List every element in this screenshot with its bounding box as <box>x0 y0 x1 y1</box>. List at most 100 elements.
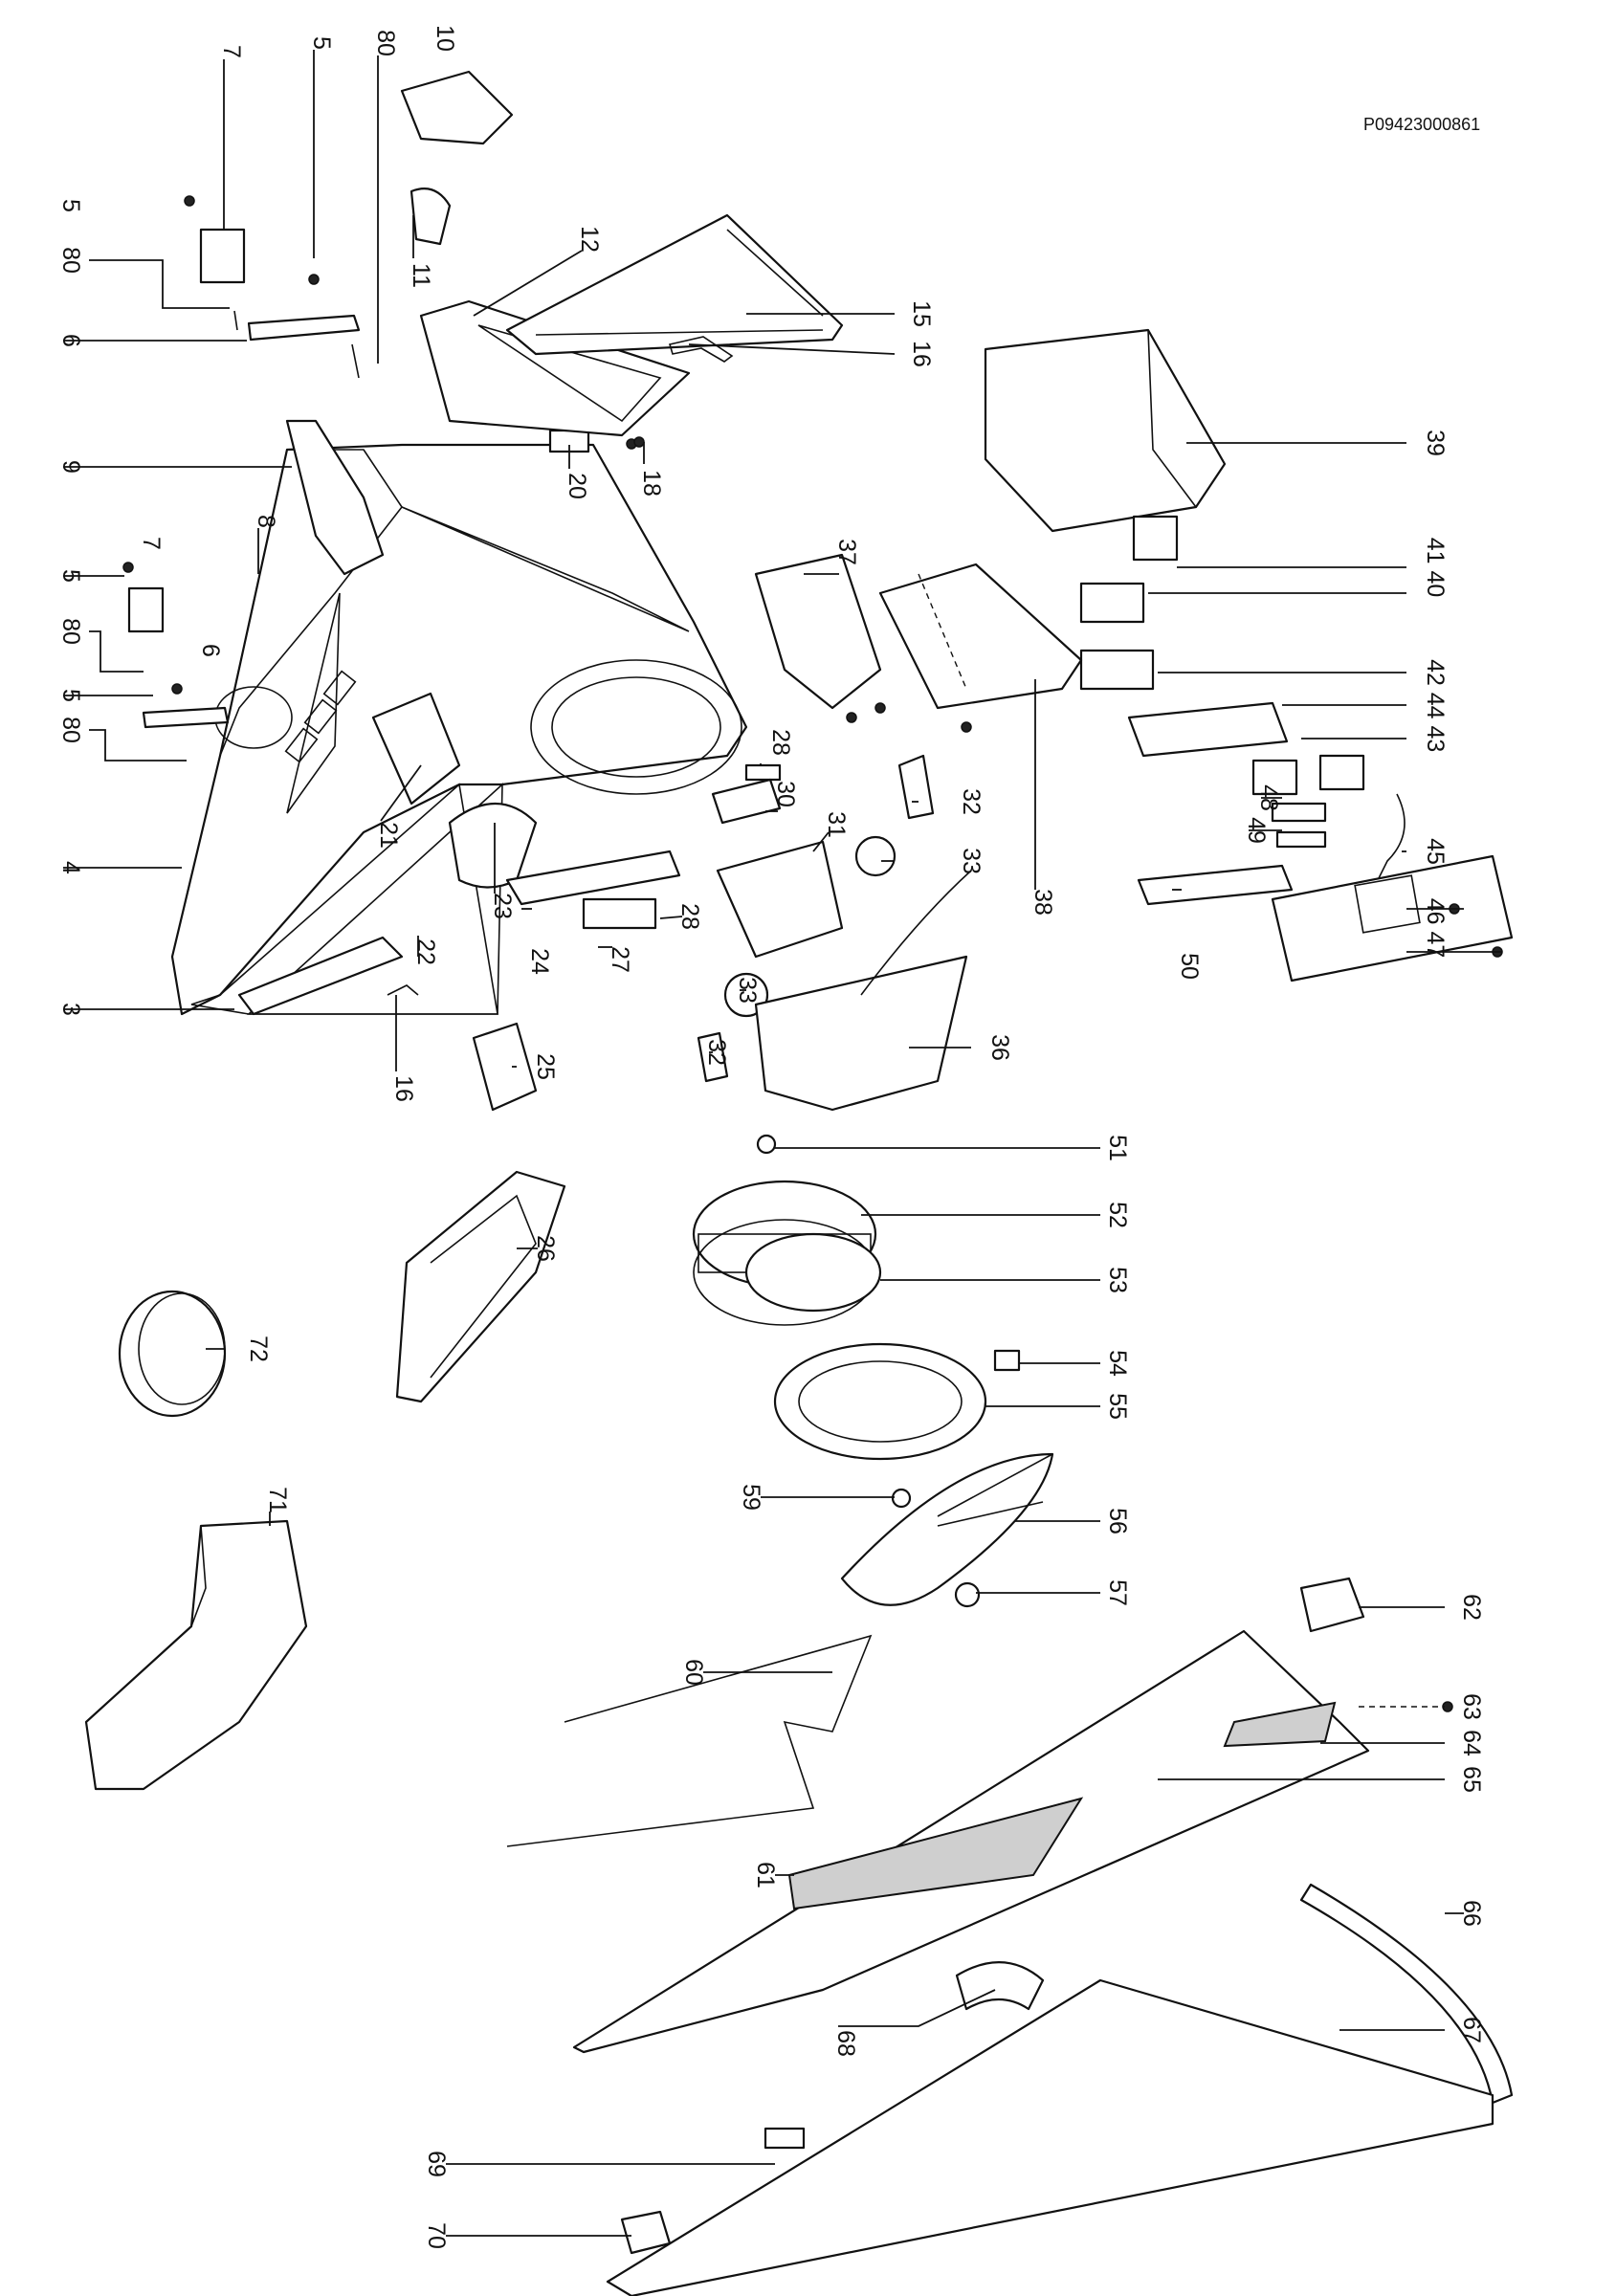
callout-24: 24 <box>526 948 553 975</box>
callout-56: 56 <box>1104 1508 1131 1534</box>
callout-57: 57 <box>1104 1579 1131 1606</box>
part-53-motor <box>744 1232 882 1313</box>
part-38 <box>878 563 1083 710</box>
part-61-filter <box>787 1797 1084 1910</box>
callout-23: 23 <box>489 893 516 919</box>
part-31 <box>716 840 844 959</box>
callout-5: 5 <box>57 689 84 702</box>
callout-16: 16 <box>908 341 935 367</box>
callout-65: 65 <box>1458 1766 1485 1793</box>
part-shapes <box>84 70 1514 2296</box>
callout-53: 53 <box>1104 1267 1131 1293</box>
part-main-cabinet <box>170 443 748 1016</box>
callout-45: 45 <box>1422 838 1449 865</box>
callout-59: 59 <box>738 1484 764 1511</box>
part-6-top <box>247 314 361 342</box>
part-28a <box>744 763 782 782</box>
part-70 <box>620 2210 672 2255</box>
part-56-disc <box>840 1452 1054 1606</box>
part-32b <box>697 1031 729 1083</box>
part-39-box <box>984 328 1227 533</box>
callout-33: 33 <box>734 977 761 1004</box>
part-11 <box>410 188 452 246</box>
part-33a <box>854 835 897 877</box>
part-51 <box>756 1134 777 1155</box>
callout-50: 50 <box>1176 953 1203 980</box>
part-23 <box>448 803 538 889</box>
callout-27: 27 <box>607 946 633 973</box>
callout-28: 28 <box>676 903 703 930</box>
callout-38: 38 <box>1029 889 1056 916</box>
callout-32: 32 <box>958 788 985 815</box>
part-32a <box>897 754 935 820</box>
callout-9: 9 <box>57 460 84 474</box>
part-54 <box>993 1349 1021 1372</box>
part-59 <box>891 1488 912 1509</box>
callout-7: 7 <box>138 537 165 550</box>
callout-44-43: 44 43 <box>1422 693 1449 753</box>
part-27 <box>582 897 657 930</box>
part-16b <box>387 984 419 996</box>
callout-51: 51 <box>1104 1135 1131 1161</box>
callout-72: 72 <box>245 1336 272 1362</box>
part-43 <box>1127 701 1289 758</box>
part-25 <box>472 1022 538 1112</box>
part-16 <box>668 336 734 363</box>
part-62 <box>1299 1577 1365 1633</box>
callout-21: 21 <box>375 822 402 849</box>
part-10 <box>400 70 514 145</box>
callout-42: 42 <box>1422 659 1449 686</box>
callout-10: 10 <box>432 25 458 52</box>
callout-68: 68 <box>832 2030 859 2057</box>
part-26 <box>395 1170 566 1403</box>
callout-4: 4 <box>57 861 84 874</box>
callout-18: 18 <box>638 470 665 497</box>
part-48 <box>1271 802 1327 823</box>
callout-80: 80 <box>57 247 84 274</box>
callout-67: 67 <box>1458 2017 1485 2043</box>
callout-12: 12 <box>576 226 603 253</box>
part-15 <box>505 213 844 356</box>
part-60 <box>506 1634 873 1847</box>
callout-labels: 7 5 80 10 5 80 6 9 11 12 15 16 18 20 39 … <box>57 25 1485 2249</box>
callout-37: 37 <box>833 539 860 565</box>
part-12 <box>419 299 691 437</box>
callout-32: 32 <box>703 1039 730 1066</box>
part-45 <box>1377 793 1406 881</box>
callout-60: 60 <box>680 1659 707 1686</box>
part-24 <box>505 850 681 906</box>
callout-46-47: 46 47 <box>1422 898 1449 959</box>
part-49 <box>1275 830 1327 849</box>
part-69 <box>764 2127 806 2150</box>
callout-55: 55 <box>1104 1393 1131 1420</box>
callout-48: 48 <box>1255 784 1282 811</box>
part-9-bracket <box>285 419 385 576</box>
callout-36: 36 <box>986 1034 1013 1061</box>
part-6-mid <box>142 706 230 729</box>
part-50 <box>1137 864 1294 906</box>
callout-64: 64 <box>1458 1730 1485 1756</box>
callout-8: 8 <box>253 515 279 528</box>
callout-54: 54 <box>1104 1350 1131 1377</box>
callout-5: 5 <box>57 199 84 212</box>
callout-62: 62 <box>1458 1594 1485 1621</box>
part-30 <box>711 778 782 825</box>
callout-6: 6 <box>57 334 84 347</box>
callout-39: 39 <box>1422 430 1449 456</box>
callout-5: 5 <box>308 36 335 50</box>
callout-41-40: 41 40 <box>1422 538 1449 598</box>
part-22 <box>237 936 404 1016</box>
callout-28: 28 <box>767 729 794 756</box>
part-57 <box>954 1581 981 1608</box>
callout-33: 33 <box>958 848 985 874</box>
part-7-mid <box>127 586 165 633</box>
callout-31: 31 <box>823 811 850 838</box>
callout-15: 15 <box>908 300 935 327</box>
callout-16: 16 <box>390 1075 417 1102</box>
part-37 <box>754 553 882 710</box>
callout-70: 70 <box>423 2222 450 2249</box>
part-42 <box>1079 649 1155 691</box>
callout-61: 61 <box>752 1862 779 1888</box>
part-7-top <box>199 228 246 284</box>
